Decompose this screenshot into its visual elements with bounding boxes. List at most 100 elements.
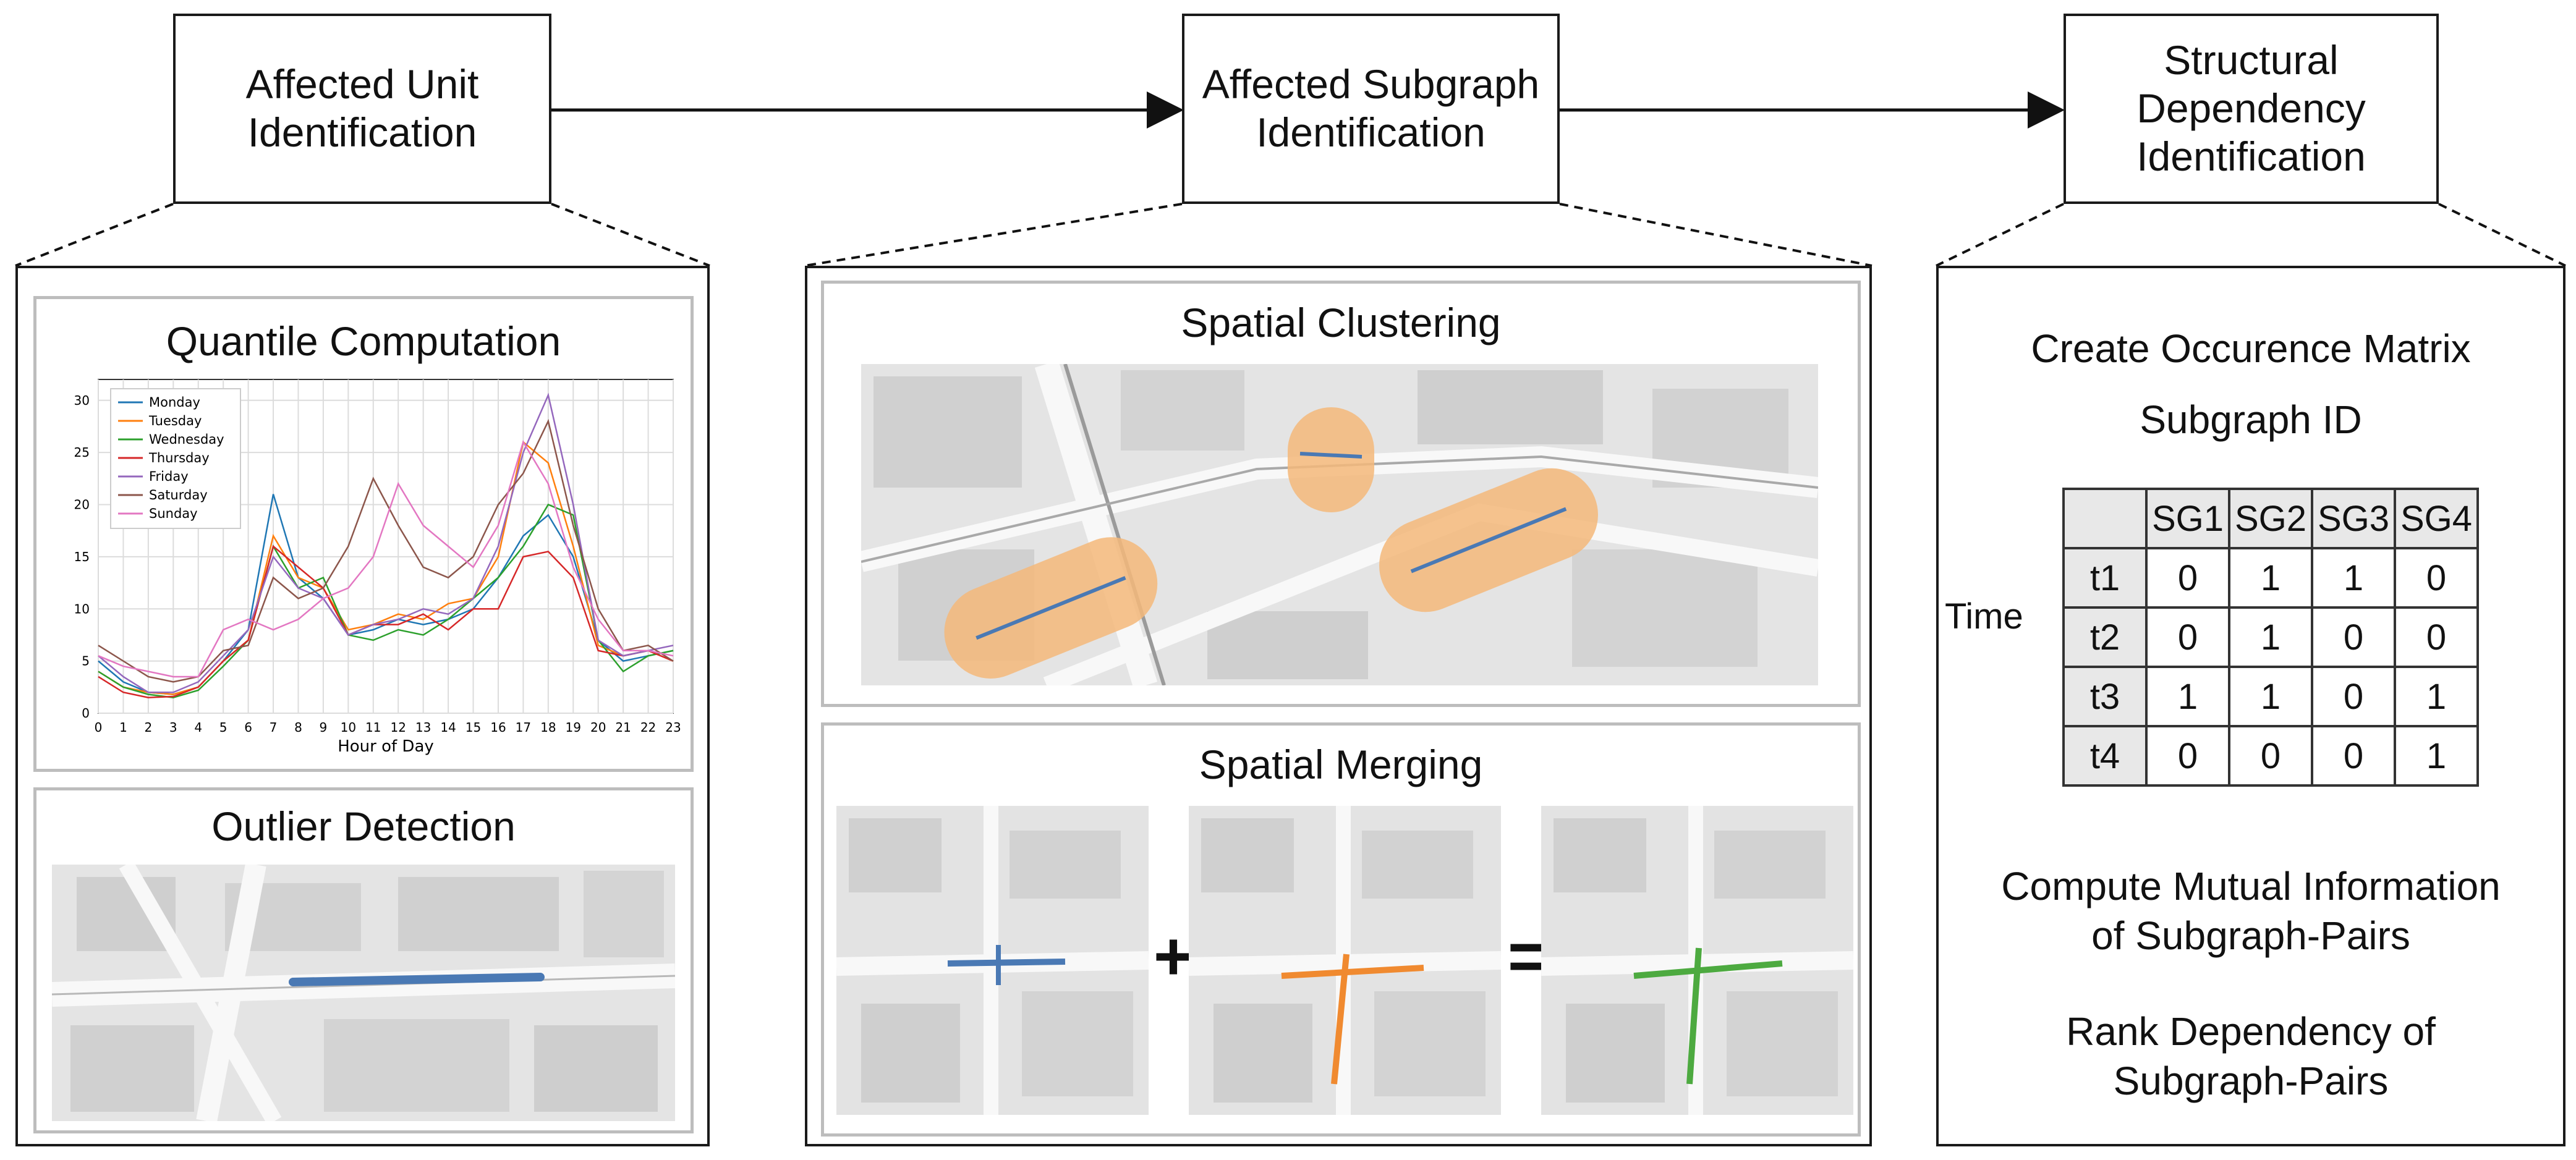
matrix-column-header: SG2 <box>2228 488 2313 549</box>
cluster-1 <box>1288 407 1374 512</box>
matrix-cell: 0 <box>2311 606 2396 668</box>
plus-sign: + <box>1153 918 1194 994</box>
x-tick-label: 5 <box>219 720 227 735</box>
mutual-information-label: Compute Mutual Information of Subgraph-P… <box>2001 864 2501 958</box>
merging-map-output-graphic <box>1541 806 1853 1115</box>
outlier-segment <box>289 973 545 986</box>
rank-dependency-label: Rank Dependency of Subgraph-Pairs <box>2066 1009 2436 1103</box>
x-tick-label: 19 <box>566 720 581 735</box>
y-tick-label: 0 <box>82 706 90 721</box>
merging-map-input-b <box>1189 806 1501 1115</box>
zoom-line-3-left <box>1936 203 2064 267</box>
x-tick-label: 20 <box>590 720 606 735</box>
matrix-cell: 0 <box>2145 606 2230 668</box>
subgraph-id-axis-label: Subgraph ID <box>2140 397 2362 442</box>
x-axis-label: Hour of Day <box>338 737 434 756</box>
x-tick-label: 6 <box>244 720 252 735</box>
zoom-line-1-left <box>15 203 174 267</box>
matrix-column-header: SG4 <box>2394 488 2479 549</box>
x-tick-label: 2 <box>145 720 153 735</box>
matrix-row-header: t4 <box>2062 725 2148 787</box>
merging-map-output <box>1541 806 1853 1115</box>
x-tick-label: 17 <box>516 720 531 735</box>
matrix-cell: 0 <box>2228 725 2313 787</box>
x-tick-label: 16 <box>490 720 506 735</box>
x-tick-label: 18 <box>540 720 556 735</box>
clustering-map <box>861 364 1818 685</box>
legend-entry: Thursday <box>148 451 210 465</box>
matrix-cell: 1 <box>2394 725 2479 787</box>
legend-entry: Friday <box>149 469 189 484</box>
legend-entry: Sunday <box>149 506 198 521</box>
matrix-cell: 1 <box>2394 666 2479 727</box>
merging-map-b-graphic <box>1189 806 1501 1115</box>
outlier-detection-title: Outlier Detection <box>211 803 516 849</box>
panel-affected-subgraph: Spatial Clustering <box>805 266 1872 1146</box>
outlier-detection-panel: Outlier Detection <box>33 787 694 1133</box>
matrix-row-header: t3 <box>2062 666 2148 727</box>
matrix-row-header: t2 <box>2062 606 2148 668</box>
create-occurence-matrix-label: Create Occurence Matrix <box>2031 326 2471 371</box>
x-tick-label: 1 <box>119 720 127 735</box>
x-tick-label: 0 <box>95 720 103 735</box>
y-tick-label: 5 <box>82 654 90 669</box>
equals-sign: = <box>1507 918 1548 994</box>
stage-affected-subgraph-identification: Affected Subgraph Identification <box>1182 14 1560 204</box>
series-line <box>98 440 674 678</box>
matrix-cell: 1 <box>2228 547 2313 609</box>
clustering-map-graphic <box>861 364 1818 685</box>
outlier-map <box>52 865 675 1121</box>
cluster-3 <box>944 537 1158 679</box>
x-tick-label: 4 <box>194 720 202 735</box>
matrix-corner-cell <box>2062 488 2148 549</box>
matrix-cell: 1 <box>2145 666 2230 727</box>
time-axis-label: Time <box>1945 596 2023 637</box>
matrix-cell: 0 <box>2145 725 2230 787</box>
merging-map-input-a <box>836 806 1149 1115</box>
matrix-column-header: SG1 <box>2145 488 2230 549</box>
y-tick-label: 20 <box>74 497 90 512</box>
x-tick-label: 8 <box>294 720 302 735</box>
x-tick-label: 10 <box>341 720 356 735</box>
matrix-row-header: t1 <box>2062 547 2148 609</box>
matrix-cell: 0 <box>2311 725 2396 787</box>
cluster-2 <box>1379 468 1598 612</box>
matrix-cell: 0 <box>2394 606 2479 668</box>
outlier-map-graphic <box>52 865 675 1121</box>
series-line <box>98 503 674 698</box>
matrix-column-header: SG3 <box>2311 488 2396 549</box>
y-tick-label: 15 <box>74 549 90 564</box>
x-tick-label: 22 <box>640 720 656 735</box>
spatial-clustering-panel: Spatial Clustering <box>821 281 1861 707</box>
spatial-merging-panel: Spatial Merging + <box>821 722 1861 1137</box>
series-line <box>98 544 674 698</box>
series-line <box>98 392 674 693</box>
matrix-cell: 0 <box>2311 666 2396 727</box>
x-tick-label: 21 <box>615 720 631 735</box>
x-tick-label: 13 <box>415 720 431 735</box>
zoom-line-2-right <box>1559 203 1872 267</box>
zoom-line-1-right <box>551 203 710 267</box>
matrix-cell: 0 <box>2145 547 2230 609</box>
spatial-merging-title: Spatial Merging <box>1199 742 1483 787</box>
x-tick-label: 7 <box>270 720 278 735</box>
matrix-cell: 0 <box>2394 547 2479 609</box>
x-tick-label: 14 <box>440 720 456 735</box>
quantile-computation-title: Quantile Computation <box>166 318 561 364</box>
stage-structural-dependency-identification: Structural Dependency Identification <box>2064 14 2439 204</box>
series-line <box>98 418 674 683</box>
y-tick-label: 25 <box>74 445 90 460</box>
x-tick-label: 3 <box>169 720 177 735</box>
zoom-line-3-right <box>2438 203 2566 267</box>
x-tick-label: 15 <box>465 720 481 735</box>
x-tick-label: 12 <box>390 720 406 735</box>
merging-map-a-graphic <box>836 806 1149 1115</box>
